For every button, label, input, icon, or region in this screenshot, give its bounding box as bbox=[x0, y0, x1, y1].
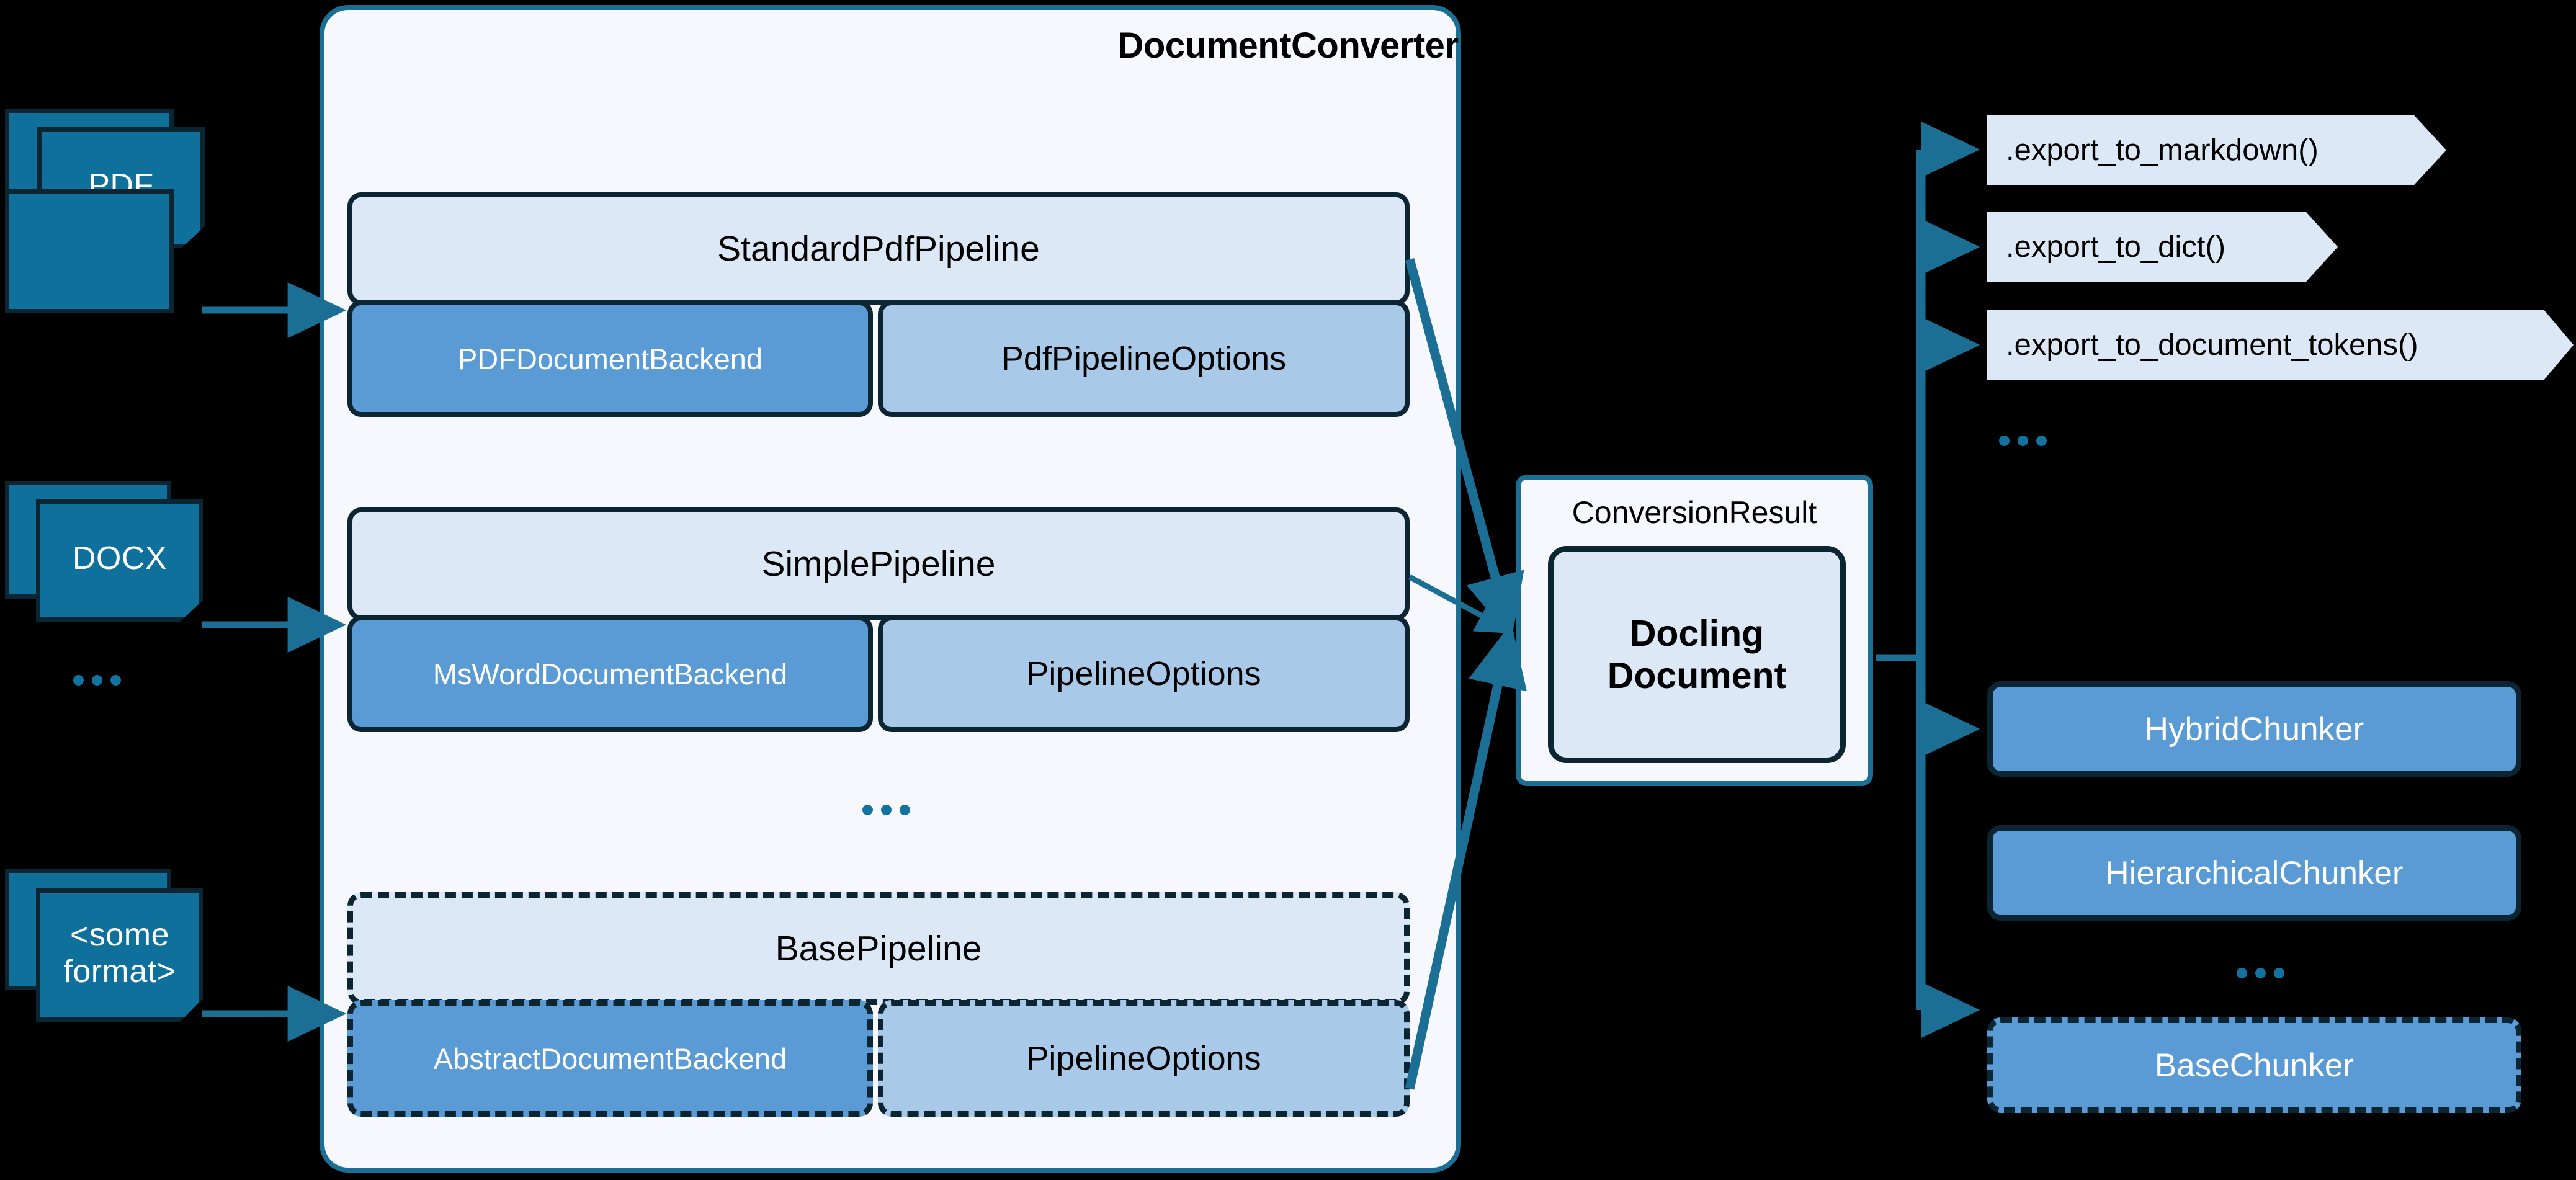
chunker-base[interactable]: BaseChunker bbox=[1987, 1017, 2521, 1113]
pipeline-options[interactable]: PipelineOptions bbox=[878, 1000, 1410, 1117]
chunker-label: HybridChunker bbox=[2144, 710, 2364, 748]
pipeline-options[interactable]: PdfPipelineOptions bbox=[878, 300, 1410, 417]
pipeline-simple[interactable]: SimplePipeline MsWordDocumentBackend Pip… bbox=[347, 507, 1410, 732]
docling-document-box[interactable]: Docling Document bbox=[1548, 546, 1846, 763]
inputs-more-ellipsis bbox=[73, 675, 121, 686]
input-doc-some-format: <some format> bbox=[5, 869, 253, 1042]
pipelines-more-ellipsis bbox=[862, 805, 910, 815]
conversion-result-title: ConversionResult bbox=[1572, 495, 1817, 530]
exports-more-ellipsis bbox=[1999, 436, 2047, 446]
chunker-hierarchical[interactable]: HierarchicalChunker bbox=[1987, 825, 2521, 921]
pipeline-backend[interactable]: AbstractDocumentBackend bbox=[347, 1000, 874, 1117]
export-dict-chevron[interactable]: .export_to_dict() bbox=[1987, 212, 2338, 282]
pipeline-options[interactable]: PipelineOptions bbox=[878, 615, 1410, 732]
input-doc-docx bbox=[5, 189, 225, 313]
export-markdown-chevron[interactable]: .export_to_markdown() bbox=[1987, 115, 2446, 185]
pipeline-name: BasePipeline bbox=[347, 892, 1410, 1005]
pipeline-name: SimplePipeline bbox=[347, 507, 1410, 620]
doc-front-sheet: <some format> bbox=[36, 888, 203, 1022]
export-label: .export_to_markdown() bbox=[2006, 133, 2319, 167]
chunkers-more-ellipsis bbox=[2237, 968, 2284, 978]
pipeline-name: StandardPdfPipeline bbox=[347, 192, 1410, 305]
export-document-tokens-chevron[interactable]: .export_to_document_tokens() bbox=[1987, 310, 2574, 380]
pipeline-standard-pdf[interactable]: StandardPdfPipeline PDFDocumentBackend P… bbox=[347, 192, 1410, 417]
chunker-hybrid[interactable]: HybridChunker bbox=[1987, 681, 2521, 777]
pipeline-base[interactable]: BasePipeline AbstractDocumentBackend Pip… bbox=[347, 892, 1410, 1117]
doc-back-sheet bbox=[5, 189, 174, 313]
input-doc-label: <some format> bbox=[63, 917, 176, 990]
input-doc-label: DOCX bbox=[72, 540, 168, 577]
export-label: .export_to_document_tokens() bbox=[2006, 328, 2418, 362]
doc-front-sheet: DOCX bbox=[36, 499, 203, 622]
pipeline-backend[interactable]: PDFDocumentBackend bbox=[347, 300, 874, 417]
chunker-label: BaseChunker bbox=[2154, 1047, 2355, 1084]
conversion-result-box: ConversionResult Docling Document bbox=[1516, 475, 1873, 786]
chunker-label: HierarchicalChunker bbox=[2105, 854, 2404, 892]
export-label: .export_to_dict() bbox=[2006, 230, 2226, 264]
document-converter-title: DocumentConverter bbox=[1117, 25, 1459, 66]
input-doc-docx-2: DOCX bbox=[5, 481, 253, 642]
pipeline-backend[interactable]: MsWordDocumentBackend bbox=[347, 615, 874, 732]
